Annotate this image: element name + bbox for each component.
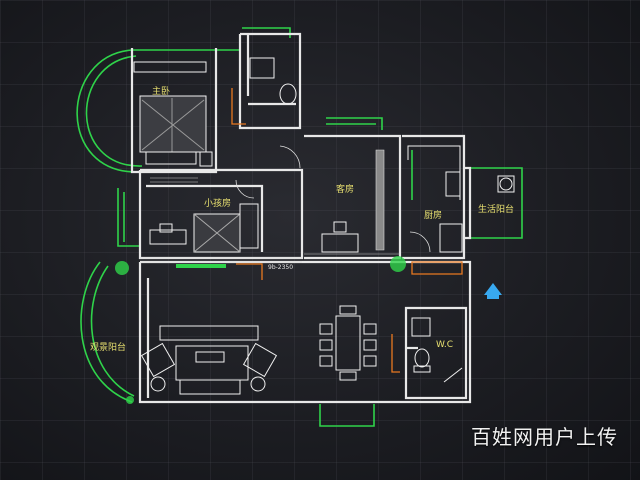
room-label-view-balcony: 观景阳台	[90, 343, 127, 353]
room-label-utility-balcony: 生活阳台	[478, 205, 515, 215]
dimension-note: 9b-2350	[268, 264, 294, 271]
room-label-small-bedroom: 小孩房	[204, 199, 232, 209]
doors	[231, 88, 463, 373]
room-label-master-bedroom: 主卧	[152, 87, 171, 97]
window-lines	[76, 27, 523, 427]
room-label-wc: W.C	[436, 340, 454, 350]
watermark: 百姓网用户上传	[471, 425, 618, 449]
room-label-guest-room: 客房	[336, 185, 355, 195]
cursor-arrow-icon	[484, 283, 502, 299]
plants	[115, 256, 406, 404]
room-label-kitchen: 厨房	[424, 211, 443, 221]
furniture	[133, 57, 515, 395]
wall-hatch	[140, 149, 400, 263]
walls	[130, 32, 472, 404]
